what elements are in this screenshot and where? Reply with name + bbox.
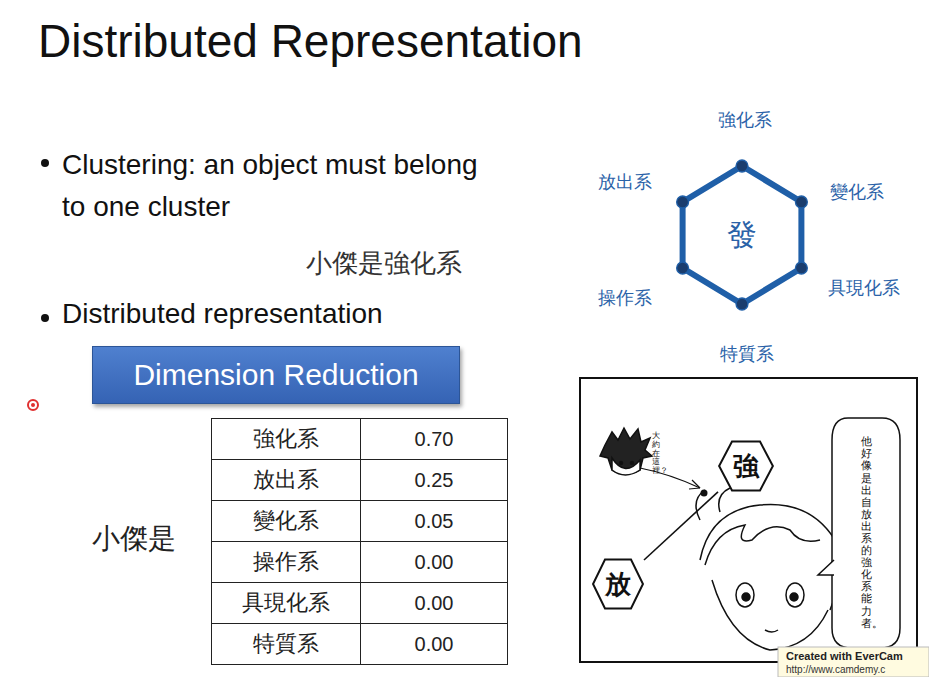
- table-cell-category: 變化系: [211, 500, 361, 542]
- bullet-dot: [41, 314, 49, 322]
- hexagon-outline: [683, 166, 802, 304]
- comic-hexagon: 強: [718, 440, 774, 492]
- example-text: 小傑是強化系: [306, 246, 462, 281]
- character-girl: [696, 488, 839, 650]
- table-cell-category: 具現化系: [211, 582, 361, 624]
- comic-hexagon-text: 強: [733, 449, 759, 484]
- hexagon-vertex: [795, 262, 807, 274]
- speech-bubble-outline: [832, 418, 900, 648]
- hexagon-axis-label: 變化系: [830, 180, 884, 204]
- character-head: [600, 428, 652, 475]
- bullet-text: Clustering: an object must belong to one…: [62, 144, 502, 228]
- ability-hexagon: 發: [676, 160, 808, 310]
- comic-hexagon: 放: [592, 558, 644, 610]
- comic-whisper: 大約在這裡？: [652, 432, 660, 476]
- ability-hexagon-text: 發: [727, 215, 757, 256]
- table-cell-value: 0.70: [360, 418, 508, 460]
- hexagon-axis-label: 具現化系: [828, 276, 900, 300]
- speech-bubble-text: 他好像是出自放出系的強化系能力者。: [861, 436, 872, 630]
- hexagon-vertex: [795, 196, 807, 208]
- bullet-text: Distributed representation: [62, 298, 383, 330]
- hexagon-axis-label: 強化系: [718, 108, 772, 132]
- table-cell-value: 0.00: [360, 623, 508, 665]
- table-cell-value: 0.00: [360, 582, 508, 624]
- table-cell-value: 0.05: [360, 500, 508, 542]
- hexagon-vertex: [677, 262, 689, 274]
- speech-bubble-tail: [818, 560, 834, 575]
- slide-title: Distributed Representation: [38, 14, 583, 68]
- connector-line: [644, 492, 718, 560]
- hexagon-outline: [593, 560, 643, 609]
- action-button: Dimension Reduction: [92, 346, 460, 404]
- pointer-dot: [28, 400, 38, 410]
- watermark: Created with EverCam: [786, 650, 903, 662]
- table-cell-value: 0.25: [360, 459, 508, 501]
- hexagon-vertex: [736, 160, 748, 172]
- hexagon-axis-label: 放出系: [598, 170, 652, 194]
- pointer-dot: [31, 403, 35, 407]
- table-cell-category: 放出系: [211, 459, 361, 501]
- action-button-text: Dimension Reduction: [133, 358, 418, 392]
- row-heading: 小傑是: [92, 520, 176, 558]
- table-cell-value: 0.00: [360, 541, 508, 583]
- hexagon-vertex: [736, 298, 748, 310]
- hexagon-outline: [719, 442, 773, 491]
- table-cell-category: 強化系: [211, 418, 361, 460]
- hexagon-vertex: [677, 196, 689, 208]
- comic-panel: [580, 378, 917, 662]
- bullet-dot: [41, 159, 49, 167]
- watermark-box: [778, 647, 929, 677]
- table-cell-category: 操作系: [211, 541, 361, 583]
- pointer-arrow: [689, 480, 700, 489]
- watermark: http://www.camdemy.c: [786, 664, 885, 675]
- table-cell-category: 特質系: [211, 623, 361, 665]
- hexagon-axis-label: 特質系: [720, 342, 774, 366]
- hexagon-axis-label: 操作系: [598, 286, 652, 310]
- speech-bubble: 他好像是出自放出系的強化系能力者。: [838, 424, 894, 642]
- pointer-arrow: [640, 468, 700, 488]
- comic-hexagon-text: 放: [605, 567, 631, 602]
